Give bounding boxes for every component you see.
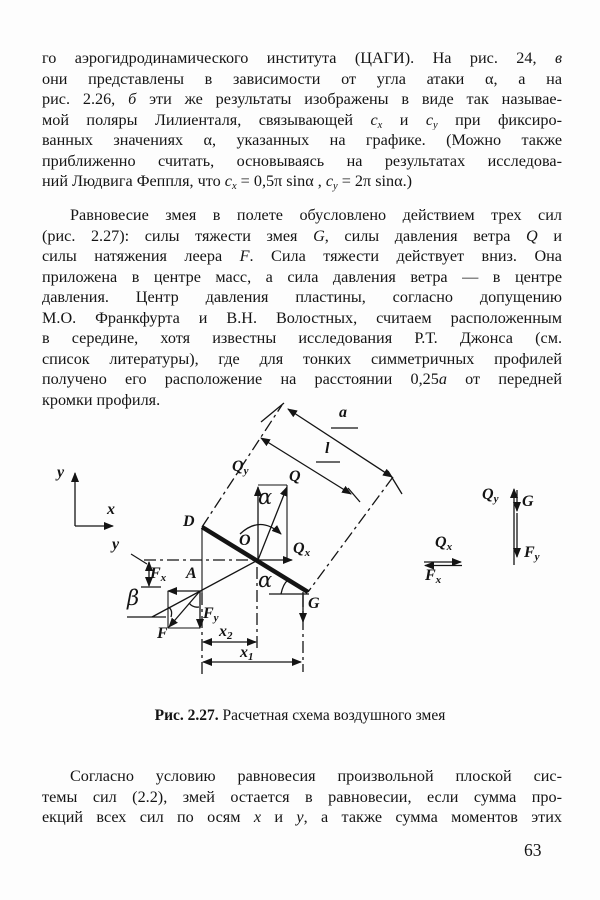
balance-Fx-label: Fx xyxy=(425,567,442,586)
text-line: они представлены в зависимости от угла а… xyxy=(42,69,562,88)
text-line: (рис. 2.27): силы тяжести змея G, силы д… xyxy=(42,226,562,245)
force-F-label: F xyxy=(157,625,168,642)
text-line: приближенно считать, основываясь на резу… xyxy=(42,151,562,170)
axis-y-label: y xyxy=(57,464,65,481)
text-line: рис. 2.26, б эти же результаты изображен… xyxy=(42,90,562,108)
point-D-label: D xyxy=(183,513,195,530)
force-balance-diagram xyxy=(424,488,521,570)
force-Fy-label: Fy xyxy=(203,605,219,624)
coordinate-axes xyxy=(71,472,114,530)
text-line: мой поляры Лилиенталя, связывающей cx и … xyxy=(42,110,562,131)
figure-2-27: y x a l Qy Q α O Qx D y Fx A β F Fy α G … xyxy=(0,395,600,695)
figure-drawing xyxy=(71,402,521,674)
angle-beta xyxy=(127,606,173,618)
moment-arc xyxy=(239,523,282,535)
text-line: ванных значениях α, указанных на графике… xyxy=(42,131,562,149)
angle-beta-label: β xyxy=(127,586,140,610)
angle-alpha-bottom xyxy=(269,579,309,595)
text-line: Согласно условию равновесия произвольной… xyxy=(70,767,562,785)
axis-x-label: x xyxy=(107,501,115,518)
force-G-label: G xyxy=(308,595,320,612)
force-Qx-label: Qx xyxy=(293,540,311,559)
balance-Qy-label: Qy xyxy=(482,486,499,505)
text-line: давления. Центр давления пластины, согла… xyxy=(42,288,562,306)
paragraph-1: го аэрогидродинамического института (ЦАГ… xyxy=(42,48,562,192)
text-line: получено его расположение на расстоянии … xyxy=(42,370,562,388)
dim-x1-label: x1 xyxy=(240,644,254,663)
dim-x2-label: x2 xyxy=(219,623,233,642)
angle-alpha-bottom-label: α xyxy=(258,568,273,592)
dim-y-label: y xyxy=(112,536,120,553)
figure-caption-number: Рис. 2.27. xyxy=(154,707,219,724)
text-line: М.О. Франкфурта и В.Н. Волостных, считае… xyxy=(42,308,562,327)
paragraph-3: Согласно условию равновесия произвольной… xyxy=(42,766,562,828)
text-line: екций всех сил по осям x и y, а также су… xyxy=(42,808,562,826)
page-number: 63 xyxy=(524,840,542,860)
bridle-force-group xyxy=(167,587,204,629)
force-Qy-label: Qy xyxy=(232,458,249,477)
plate-extension-ticks xyxy=(260,402,403,495)
text-line: темы сил (2.2), змей остается в равновес… xyxy=(42,787,562,806)
point-A-label: A xyxy=(186,565,197,582)
figure-caption-text: Расчетная схема воздушного змея xyxy=(218,707,446,724)
text-line: Равновесие змея в полете обусловлено дей… xyxy=(70,206,562,224)
text-line: го аэрогидродинамического института (ЦАГ… xyxy=(42,49,562,67)
balance-G-label: G xyxy=(522,493,534,510)
text-line: ний Людвига Феппля, что cx = 0,5π sinα ,… xyxy=(42,172,413,192)
balance-Qx-label: Qx xyxy=(435,534,453,553)
force-Fx-label: Fx xyxy=(150,565,167,584)
text-line: список литературы), где для тонких симме… xyxy=(42,349,562,368)
paragraph-2: Равновесие змея в полете обусловлено дей… xyxy=(42,205,562,410)
dim-a-label: a xyxy=(339,404,347,421)
dim-l-label: l xyxy=(325,440,330,457)
kite-plate-outline xyxy=(201,404,394,593)
text-line: приложена в центре масс, а сила давления… xyxy=(42,267,562,286)
force-Q-group xyxy=(254,484,293,564)
text-line: в середине, хотя известны исследования Р… xyxy=(42,329,562,347)
force-Q-label: Q xyxy=(289,468,301,485)
angle-alpha-top-label: α xyxy=(258,485,273,509)
point-O-label: O xyxy=(239,532,251,549)
balance-Fy-label: Fy xyxy=(524,544,540,563)
dimension-l xyxy=(260,437,361,503)
figure-caption: Рис. 2.27. Расчетная схема воздушного зм… xyxy=(0,707,600,725)
force-F-arrow xyxy=(168,590,201,628)
text-line: кромки профиля. xyxy=(42,390,161,409)
force-Q-arrow xyxy=(257,486,288,561)
dimension-y xyxy=(130,553,161,588)
text-line: силы натяжения леера F. Сила тяжести дей… xyxy=(42,247,562,265)
